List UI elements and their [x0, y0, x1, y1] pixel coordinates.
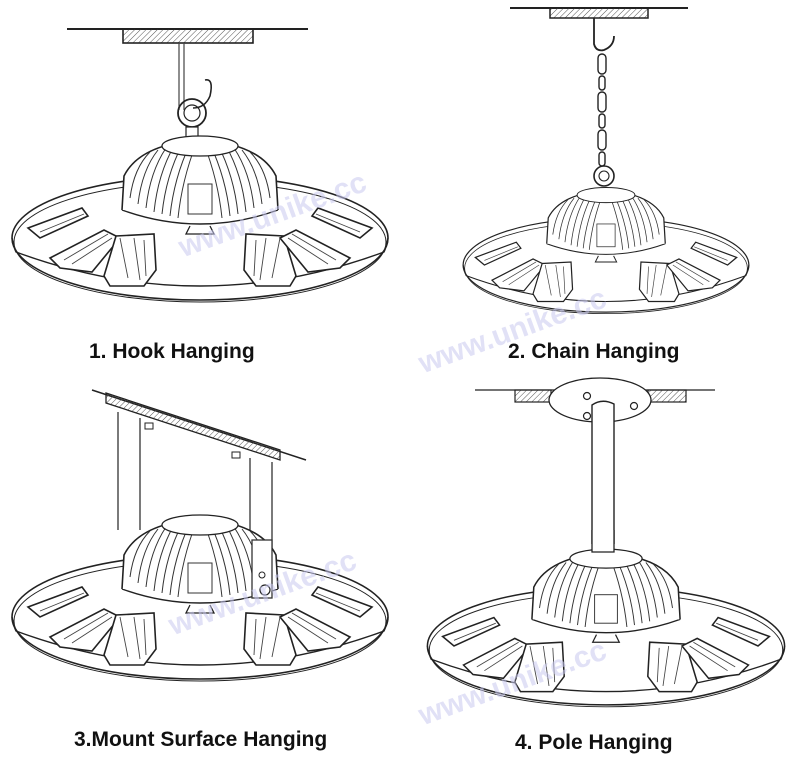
- label-hook-hanging: 1. Hook Hanging: [89, 340, 255, 363]
- panel-pole-hanging: [426, 377, 786, 708]
- label-mount-surface-hanging: 3.Mount Surface Hanging: [74, 728, 328, 751]
- panel-mount-surface-hanging: [11, 389, 389, 682]
- label-chain-hanging: 2. Chain Hanging: [508, 340, 680, 363]
- chain-icon: [597, 53, 607, 167]
- j-hook-icon: [593, 18, 615, 52]
- label-pole-hanging: 4. Pole Hanging: [515, 731, 673, 754]
- panel-hook-hanging: [11, 28, 389, 303]
- pole-icon: [591, 400, 615, 544]
- hook-icon: [192, 79, 212, 109]
- panel-chain-hanging: [462, 7, 750, 315]
